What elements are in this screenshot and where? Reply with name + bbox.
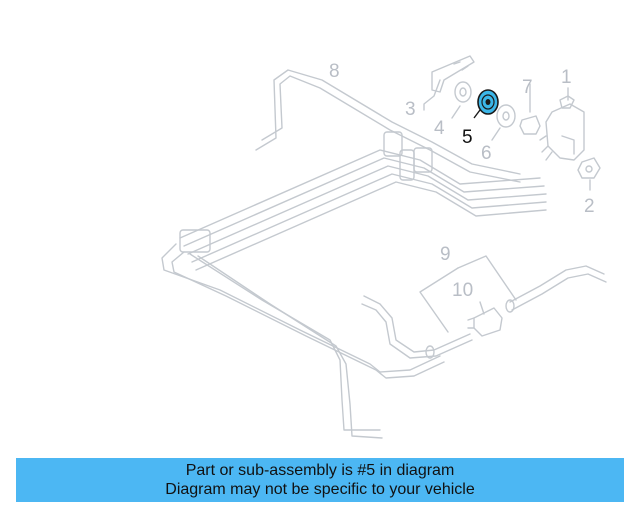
part-10-valve [467, 301, 503, 337]
part-5-highlighted [473, 89, 499, 119]
callout-4: 4 [434, 118, 445, 139]
pipe-clip [179, 229, 211, 253]
part-6-washer [491, 104, 516, 141]
callout-9: 9 [440, 244, 451, 265]
part-7-fitting [519, 83, 541, 135]
callout-3: 3 [405, 99, 416, 120]
banner-line-2: Diagram may not be specific to your vehi… [165, 481, 475, 498]
lower-pipe-loop [161, 243, 445, 439]
hose-9 [361, 265, 607, 359]
banner-line-1: Part or sub-assembly is #5 in diagram [185, 462, 455, 479]
part-2-nut [577, 157, 601, 191]
part-1-unit [539, 87, 585, 161]
hose-8 [255, 69, 521, 183]
callout-6: 6 [481, 143, 492, 164]
callout-2: 2 [584, 196, 595, 217]
callout-5: 5 [462, 127, 473, 148]
part-4-washer [451, 81, 472, 119]
part-3-bracket [423, 55, 475, 111]
pipe-clip [399, 149, 415, 181]
callout-1: 1 [561, 67, 572, 88]
info-banner: Part or sub-assembly is #5 in diagram Di… [16, 458, 624, 502]
callout-8: 8 [329, 61, 340, 82]
callout-7: 7 [522, 77, 533, 98]
pipe-clip [383, 131, 403, 157]
pipe-bundle [179, 149, 547, 271]
leader-9 [419, 255, 517, 333]
callout-10: 10 [452, 280, 474, 301]
